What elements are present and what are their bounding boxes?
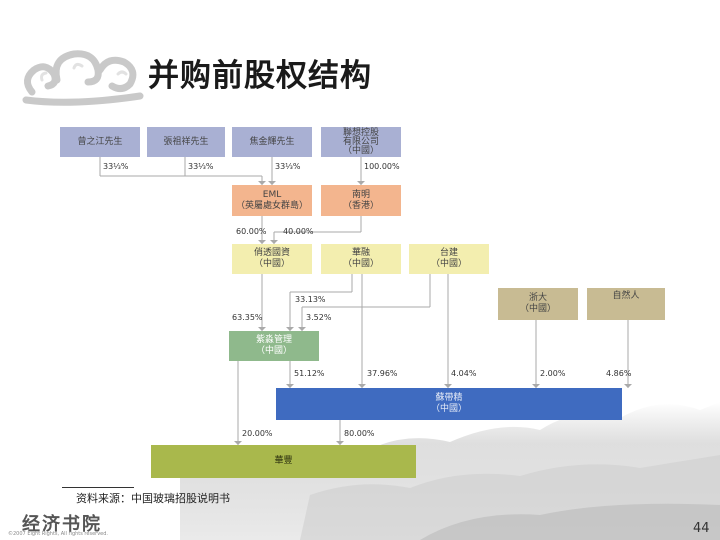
shareholder-zeng: 曾之江先生 [60, 127, 140, 157]
pct-main-target: 80.00% [344, 429, 375, 438]
eml-region: （英屬處女群島） [236, 201, 308, 212]
pct-left-target: 20.00% [242, 429, 273, 438]
shareholder-lianxiang: 聯想控股 有限公司 （中國） [321, 127, 401, 157]
shareholder-zeng-label: 曾之江先生 [77, 137, 122, 148]
zheda-region: （中國） [520, 304, 556, 315]
entity-huarong: 華融 （中國） [321, 244, 401, 274]
zilian-region: （中國） [256, 346, 292, 357]
huarong-region: （中國） [343, 259, 379, 270]
pct-qiaoxin-zilian: 63.35% [232, 313, 263, 322]
shareholder-jiao-label: 焦金輝先生 [249, 137, 294, 148]
pct-taijian-main: 4.04% [451, 369, 476, 378]
entity-nanming: 南明 （香港） [321, 185, 401, 216]
entity-eml: EML （英屬處女群島） [232, 185, 312, 216]
pct-zilian-main: 51.12% [294, 369, 325, 378]
pct-zhang-eml: 33⅓% [188, 162, 214, 171]
taijian-name: 台建 [440, 248, 458, 259]
jiaotong-name: 蘇帶精 [435, 393, 462, 404]
pct-taijian-zilian: 3.52% [306, 313, 331, 322]
shareholder-jiao: 焦金輝先生 [232, 127, 312, 157]
entity-taijian: 台建 （中國） [409, 244, 489, 274]
nanming-name: 南明 [352, 190, 370, 201]
entity-jiaotong: 蘇帶精 （中國） [276, 388, 622, 420]
zilian-name: 紫淼管理 [256, 335, 292, 346]
entity-qiaoxin: 俏透國資 （中國） [232, 244, 312, 274]
pct-huarong-main: 37.96% [367, 369, 398, 378]
pct-nanming-qiaoxin: 40.00% [283, 227, 314, 236]
jiaotong-region: （中國） [431, 404, 467, 415]
qiaoxin-region: （中國） [254, 259, 290, 270]
pct-naturals-main: 4.86% [606, 369, 631, 378]
naturals-name: 自然人 [612, 291, 639, 302]
target-name: 華豐 [274, 456, 292, 467]
pct-zheda-main: 2.00% [540, 369, 565, 378]
zheda-name: 浙大 [529, 293, 547, 304]
shareholder-zhang: 張祖祥先生 [147, 127, 225, 157]
entity-target: 華豐 [151, 445, 416, 478]
nanming-region: （香港） [343, 201, 379, 212]
source-divider [62, 487, 134, 488]
taijian-region: （中國） [431, 259, 467, 270]
page-number: 44 [693, 521, 710, 536]
source-note: 资料来源：中国玻璃招股说明书 [76, 490, 230, 506]
pct-huarong-zilian: 33.13% [295, 295, 326, 304]
lianxiang-line-3: （中國） [343, 147, 379, 156]
entity-zheda: 浙大 （中國） [498, 288, 578, 320]
pct-jiao-eml: 33⅓% [275, 162, 301, 171]
copyright: ©2007 Eight Rights, All rights reserved. [8, 531, 108, 537]
shareholder-zhang-label: 張祖祥先生 [163, 137, 208, 148]
pct-eml-qiaoxin: 60.00% [236, 227, 267, 236]
pct-zeng-eml: 33⅓% [103, 162, 129, 171]
eml-name: EML [263, 190, 281, 201]
qiaoxin-name: 俏透國資 [254, 248, 290, 259]
entity-zilian: 紫淼管理 （中國） [229, 331, 319, 361]
entity-naturals: 自然人 [587, 288, 665, 320]
pct-lianxiang-nanming: 100.00% [364, 162, 400, 171]
huarong-name: 華融 [352, 248, 370, 259]
